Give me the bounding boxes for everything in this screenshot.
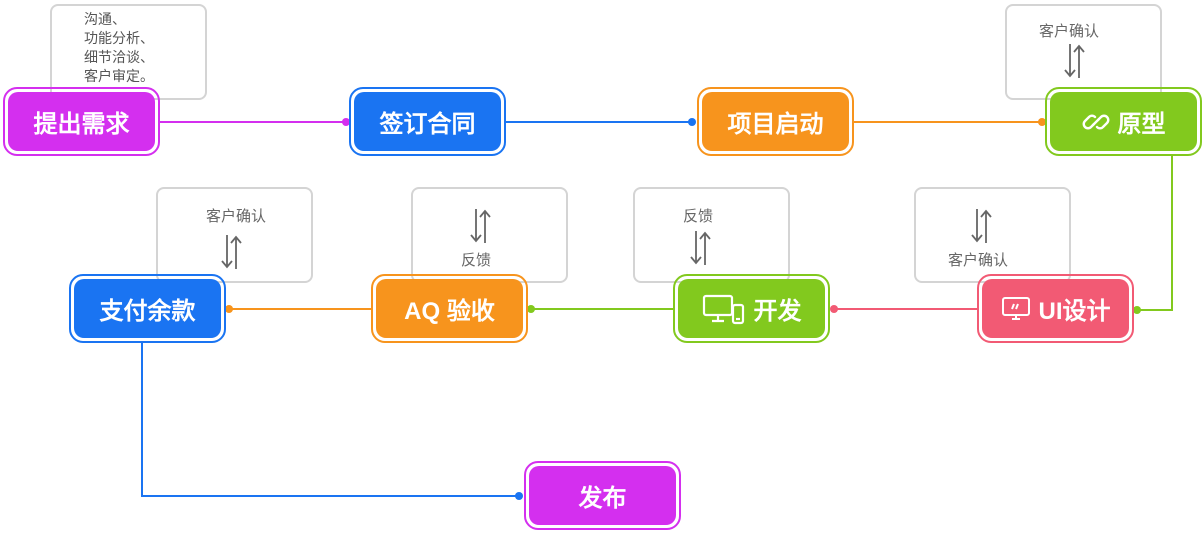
node-request-label: 提出需求: [33, 111, 130, 138]
note-ui-label: 客户确认: [948, 252, 1009, 269]
note-pay-label: 客户确认: [206, 208, 267, 225]
node-qa: AQ 验收: [371, 274, 528, 343]
note-pay: 客户确认: [156, 187, 313, 283]
node-dev: 开发: [673, 274, 830, 343]
node-pay-label: 支付余款: [99, 298, 196, 325]
node-kickoff-label: 项目启动: [727, 111, 824, 138]
node-dev-label: 开发: [753, 298, 802, 325]
node-prototype: 原型: [1045, 87, 1202, 156]
up-down-arrows-icon: [221, 235, 242, 269]
node-ui-label: UI设计: [1038, 298, 1111, 325]
node-ui: UI设计: [977, 274, 1134, 343]
connector-prototype-ui: [1137, 155, 1173, 311]
node-kickoff: 项目启动: [697, 87, 854, 156]
node-release-label: 发布: [578, 485, 627, 512]
up-down-arrows-icon: [971, 209, 992, 243]
up-down-arrows-icon: [690, 231, 711, 265]
devices-icon: [702, 293, 746, 325]
monitor-icon: [1001, 295, 1031, 323]
note-qa-label: 反馈: [461, 252, 492, 269]
node-pay: 支付余款: [69, 274, 226, 343]
note-prototype: 客户确认: [1005, 4, 1162, 100]
note-qa: 反馈: [411, 187, 568, 283]
note-dev: 反馈: [633, 187, 790, 283]
node-contract: 签订合同: [349, 87, 506, 156]
note-request-text: 沟通、 功能分析、 细节洽谈、 客户审定。: [84, 11, 154, 84]
note-ui: 客户确认: [914, 187, 1071, 283]
up-down-arrows-icon: [1064, 44, 1085, 78]
node-request: 提出需求: [3, 87, 160, 156]
node-release: 发布: [524, 461, 681, 530]
note-dev-label: 反馈: [683, 208, 714, 225]
note-prototype-label: 客户确认: [1039, 23, 1100, 40]
node-prototype-label: 原型: [1117, 111, 1166, 138]
link-icon: [1082, 108, 1110, 136]
note-request: 沟通、 功能分析、 细节洽谈、 客户审定。: [50, 4, 207, 100]
node-qa-label: AQ 验收: [404, 298, 495, 325]
connector-pay-release: [141, 341, 519, 497]
up-down-arrows-icon: [470, 209, 491, 243]
node-contract-label: 签订合同: [379, 111, 476, 138]
